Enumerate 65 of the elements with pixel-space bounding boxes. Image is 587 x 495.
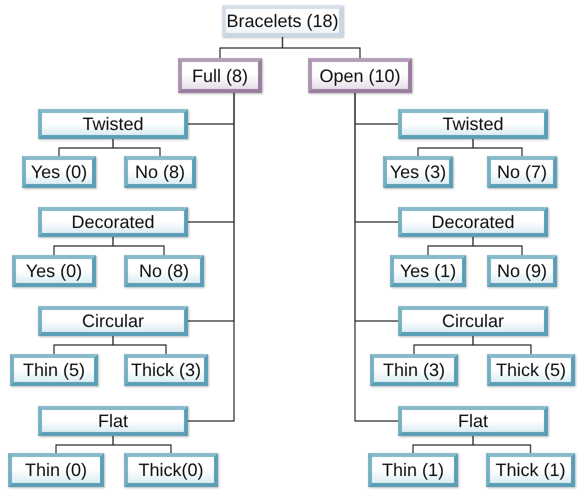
category-box — [178, 58, 262, 93]
category-label: Full (8) — [192, 66, 248, 84]
category-box — [398, 109, 548, 139]
category-box — [487, 354, 575, 386]
connector-line — [112, 139, 161, 156]
category-label: No (7) — [496, 163, 547, 181]
category-label: Yes (0) — [30, 163, 88, 181]
connector-line — [112, 436, 172, 453]
category-label: Thin (5) — [22, 361, 85, 379]
category-label: Yes (0) — [26, 262, 82, 280]
category-box — [124, 255, 204, 287]
category-label: Twisted — [82, 115, 144, 133]
category-label: Yes (3) — [390, 163, 446, 181]
category-label: Flat — [98, 412, 128, 430]
category-box — [124, 453, 218, 487]
category-box — [8, 453, 104, 487]
category-box — [10, 354, 98, 386]
connector-line — [472, 436, 532, 453]
category-box — [486, 453, 575, 487]
category-label: No (8) — [138, 262, 189, 280]
category-box — [38, 109, 188, 139]
category-label: Decorated — [431, 213, 515, 231]
category-box — [370, 354, 458, 386]
category-label: Twisted — [442, 115, 504, 133]
category-label: Thick(0) — [138, 461, 204, 479]
category-label: Thin (3) — [382, 361, 445, 379]
category-label: Open (10) — [319, 66, 401, 84]
category-box — [12, 255, 96, 287]
connector-line — [472, 139, 523, 156]
connector-line — [112, 237, 165, 255]
category-box — [222, 5, 343, 37]
category-box — [22, 156, 96, 188]
category-label: Thick (1) — [495, 461, 566, 479]
connector-line — [282, 37, 361, 58]
category-label: Flat — [458, 412, 488, 430]
category-box — [124, 354, 208, 386]
category-box — [390, 255, 466, 287]
connector-line — [354, 93, 398, 422]
connector-line — [472, 336, 532, 354]
category-label: Bracelets (18) — [226, 12, 339, 30]
connector-line — [472, 237, 523, 255]
category-label: Thin (1) — [382, 461, 444, 479]
connector-line — [188, 93, 235, 422]
category-box — [38, 207, 188, 237]
category-box — [398, 406, 548, 436]
category-label: Circular — [82, 312, 144, 330]
category-label: No (8) — [134, 163, 185, 181]
category-box — [124, 156, 196, 188]
category-label: Thick (5) — [496, 361, 566, 379]
category-box — [38, 406, 188, 436]
category-box — [398, 207, 548, 237]
category-box — [368, 453, 458, 487]
category-label: Circular — [442, 312, 504, 330]
category-label: Yes (1) — [400, 262, 456, 280]
category-label: Thin (0) — [24, 461, 87, 479]
category-box — [487, 156, 557, 188]
category-label: Thick (3) — [130, 361, 201, 379]
category-box — [487, 255, 557, 287]
category-label: No (9) — [496, 262, 547, 280]
category-box — [38, 306, 188, 336]
category-box — [383, 156, 453, 188]
category-label: Decorated — [71, 213, 155, 231]
category-box — [308, 58, 412, 93]
connector-line — [112, 336, 167, 354]
category-box — [398, 306, 548, 336]
